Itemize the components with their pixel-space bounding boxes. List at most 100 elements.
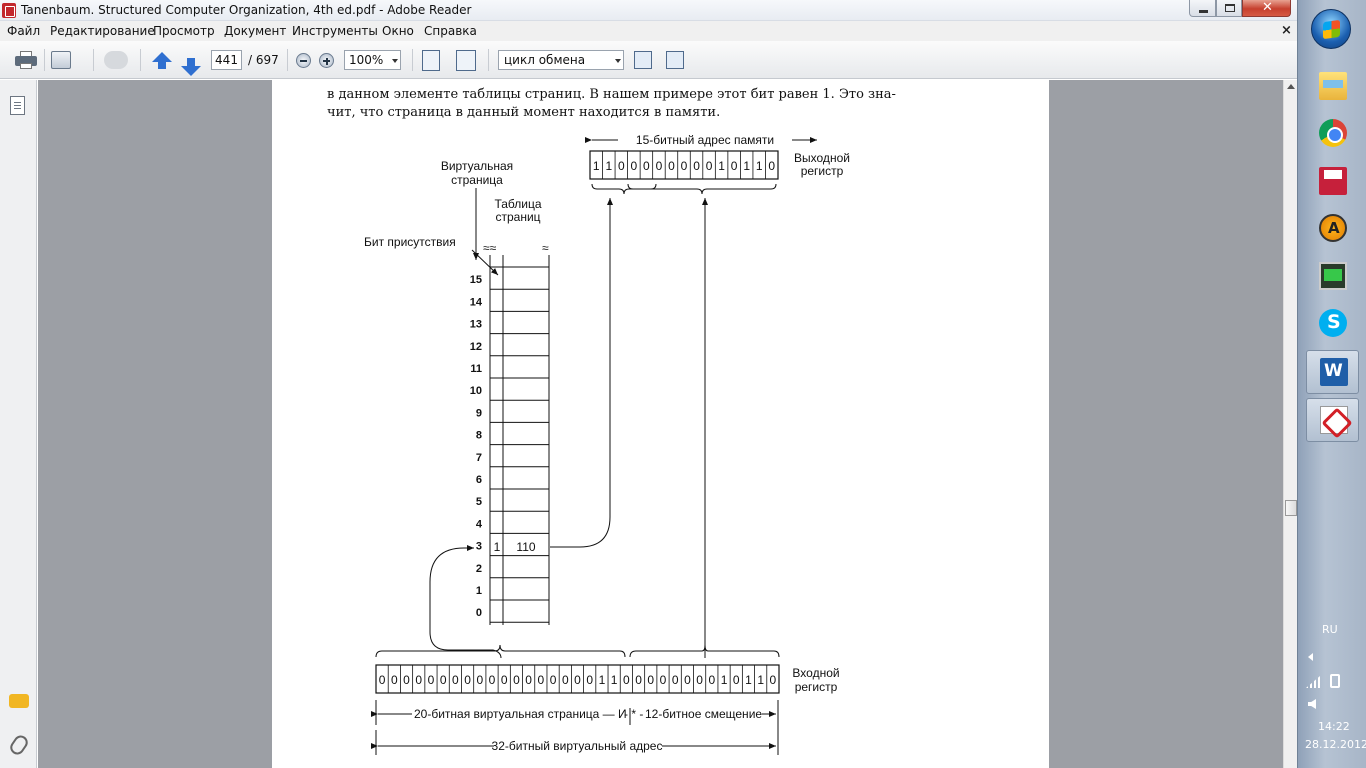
output-register [589, 150, 779, 180]
cloud-icon[interactable] [104, 51, 128, 69]
monitor-icon [1319, 262, 1347, 290]
document-view[interactable]: в данном элементе таблицы страниц. В наш… [38, 80, 1283, 768]
print-icon[interactable] [15, 51, 37, 69]
taskbar-app-monitor[interactable] [1306, 255, 1359, 299]
input-register [375, 664, 780, 694]
menu-view[interactable]: Просмотр [153, 24, 215, 38]
taskbar-app-skype[interactable] [1306, 302, 1359, 346]
find-next-icon[interactable] [666, 51, 684, 69]
prev-page-icon[interactable] [152, 52, 172, 69]
clock-date[interactable]: 28.12.2012 [1305, 738, 1366, 751]
vertical-scrollbar[interactable] [1283, 80, 1297, 768]
fit-page-icon[interactable] [422, 50, 440, 71]
virtual-page-label: Виртуальная [441, 159, 513, 173]
volume-icon[interactable] [1308, 699, 1316, 709]
maximize-button[interactable] [1216, 0, 1242, 17]
output-bit: 1 [743, 159, 750, 173]
taskbar-app-save[interactable] [1306, 160, 1359, 204]
taskbar-app-explorer[interactable] [1306, 65, 1359, 109]
input-bit: 1 [721, 673, 728, 687]
taskbar-app-reader[interactable] [1306, 398, 1359, 442]
taskbar-app-word[interactable] [1306, 350, 1359, 394]
break-mark: ≈≈ [483, 241, 497, 255]
toolbar-separator [93, 49, 94, 71]
page-number-label: 12 [470, 341, 482, 353]
menu-edit[interactable]: Редактирование [50, 24, 155, 38]
title-bar: Tanenbaum. Structured Computer Organizat… [0, 0, 1297, 21]
page-number-label: 5 [476, 496, 482, 508]
input-bit: 0 [623, 673, 630, 687]
input-bit: 0 [562, 673, 569, 687]
minimize-icon [1199, 10, 1208, 13]
input-bit: 0 [770, 673, 777, 687]
start-button[interactable] [1311, 9, 1351, 49]
output-bit: 0 [643, 159, 650, 173]
page-number-input[interactable]: 441 [211, 50, 242, 70]
output-bit: 1 [718, 159, 725, 173]
page-number-label: 0 [476, 607, 482, 619]
toolbar-separator [488, 49, 489, 71]
input-bit: 0 [525, 673, 532, 687]
skype-icon [1319, 309, 1347, 337]
zoom-select[interactable]: 100% [344, 50, 401, 70]
next-page-icon[interactable] [181, 58, 201, 76]
output-bit: 0 [618, 159, 625, 173]
input-bit: 0 [464, 673, 471, 687]
input-bit: 0 [672, 673, 679, 687]
menu-tools[interactable]: Инструменты [292, 24, 378, 38]
clock-time[interactable]: 14:22 [1318, 720, 1350, 733]
page-number-label: 3 [476, 541, 482, 553]
input-bit: 0 [586, 673, 593, 687]
minimize-button[interactable] [1189, 0, 1216, 17]
menu-document[interactable]: Документ [224, 24, 287, 38]
search-input[interactable]: цикл обмена [498, 50, 624, 70]
page-number-label: 9 [476, 407, 482, 419]
zoom-in-icon[interactable] [319, 53, 334, 68]
close-document-button[interactable]: × [1281, 23, 1292, 38]
output-bit: 0 [668, 159, 675, 173]
input-bit: 0 [391, 673, 398, 687]
chevron-down-icon[interactable] [392, 59, 398, 63]
taskbar-app-chrome[interactable] [1306, 112, 1359, 156]
menu-window[interactable]: Окно [382, 24, 414, 38]
output-bit: 1 [593, 159, 600, 173]
pdf-page: в данном элементе таблицы страниц. В наш… [272, 80, 1049, 768]
input-bit: 0 [489, 673, 496, 687]
toolbar-separator [140, 49, 141, 71]
tray-expand-icon[interactable] [1308, 653, 1313, 661]
scroll-up-icon[interactable] [1287, 84, 1295, 89]
network-icon[interactable] [1306, 676, 1320, 688]
find-prev-icon[interactable] [634, 51, 652, 69]
virtual-address-label: 32-битный виртуальный адрес [492, 739, 663, 753]
input-bit: 1 [599, 673, 606, 687]
output-bit: 0 [631, 159, 638, 173]
input-bit: 0 [550, 673, 557, 687]
attachments-icon[interactable] [7, 732, 31, 758]
language-indicator[interactable]: RU [1322, 623, 1338, 636]
input-bit: 0 [440, 673, 447, 687]
output-bit: 1 [605, 159, 612, 173]
taskbar-app-aimp[interactable] [1306, 207, 1359, 251]
input-bit: 0 [696, 673, 703, 687]
close-button[interactable]: ✕ [1242, 0, 1291, 17]
power-icon[interactable] [1330, 674, 1340, 688]
input-bit: 0 [415, 673, 422, 687]
pages-icon[interactable] [10, 96, 25, 115]
input-bit: 1 [611, 673, 618, 687]
zoom-out-icon[interactable] [296, 53, 311, 68]
comments-icon[interactable] [9, 694, 29, 708]
scroll-thumb[interactable] [1285, 500, 1297, 516]
menu-file[interactable]: Файл [7, 24, 41, 38]
present-bit-value: 1 [494, 540, 501, 554]
fit-width-icon[interactable] [456, 50, 476, 71]
output-bit: 0 [706, 159, 713, 173]
tools-icon[interactable] [51, 51, 71, 69]
menu-help[interactable]: Справка [424, 24, 477, 38]
page-number-label: 13 [470, 319, 482, 331]
chevron-down-icon[interactable] [615, 59, 621, 63]
input-bit: 0 [733, 673, 740, 687]
input-bit: 0 [513, 673, 520, 687]
input-bit: 0 [501, 673, 508, 687]
